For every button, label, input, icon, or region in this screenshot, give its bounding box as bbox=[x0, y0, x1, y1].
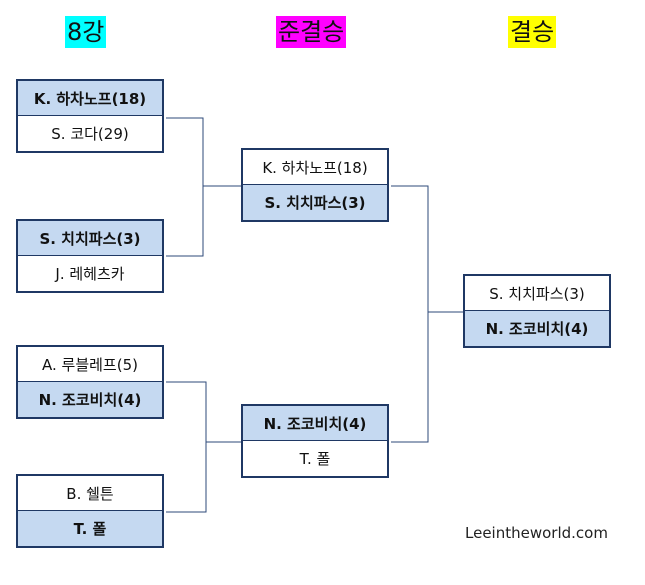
player-slot: B. 쉘튼 bbox=[18, 476, 162, 511]
player-slot: S. 치치파스(3) bbox=[18, 221, 162, 256]
player-slot: S. 치치파스(3) bbox=[465, 276, 609, 311]
player-slot: S. 코다(29) bbox=[51, 125, 129, 143]
player-slot: N. 조코비치(4) bbox=[243, 406, 387, 441]
connector-sf2 bbox=[391, 312, 429, 443]
connector-sf1 bbox=[391, 185, 463, 313]
connector-qf3 bbox=[166, 381, 241, 443]
player-slot: K. 하차노프(18) bbox=[18, 81, 162, 116]
player-slot: T. 폴 bbox=[299, 450, 331, 468]
player-slot: N. 조코비치(4) bbox=[465, 311, 609, 346]
sf-match-2: N. 조코비치(4) T. 폴 bbox=[241, 404, 389, 478]
player-slot: J. 레헤츠카 bbox=[55, 265, 125, 283]
final-match: S. 치치파스(3) N. 조코비치(4) bbox=[463, 274, 611, 348]
qf-match-3: A. 루블레프(5) N. 조코비치(4) bbox=[16, 345, 164, 419]
qf-match-2: S. 치치파스(3) J. 레헤츠카 bbox=[16, 219, 164, 293]
qf-match-4: B. 쉘튼 T. 폴 bbox=[16, 474, 164, 548]
player-slot: S. 치치파스(3) bbox=[243, 185, 387, 220]
player-slot: A. 루블레프(5) bbox=[18, 347, 162, 382]
header-semifinal: 준결승 bbox=[276, 16, 347, 48]
player-slot: T. 폴 bbox=[18, 511, 162, 546]
sf-match-1: K. 하차노프(18) S. 치치파스(3) bbox=[241, 148, 389, 222]
qf-match-1: K. 하차노프(18) S. 코다(29) bbox=[16, 79, 164, 153]
player-slot: K. 하차노프(18) bbox=[243, 150, 387, 185]
header-quarterfinal: 8강 bbox=[65, 16, 107, 48]
watermark-text: Leeintheworld.com bbox=[465, 524, 608, 542]
connector-qf4 bbox=[166, 442, 207, 513]
header-final: 결승 bbox=[508, 16, 557, 48]
connector-qf2 bbox=[166, 186, 204, 257]
connector-qf1 bbox=[166, 117, 241, 187]
player-slot: N. 조코비치(4) bbox=[18, 382, 162, 417]
